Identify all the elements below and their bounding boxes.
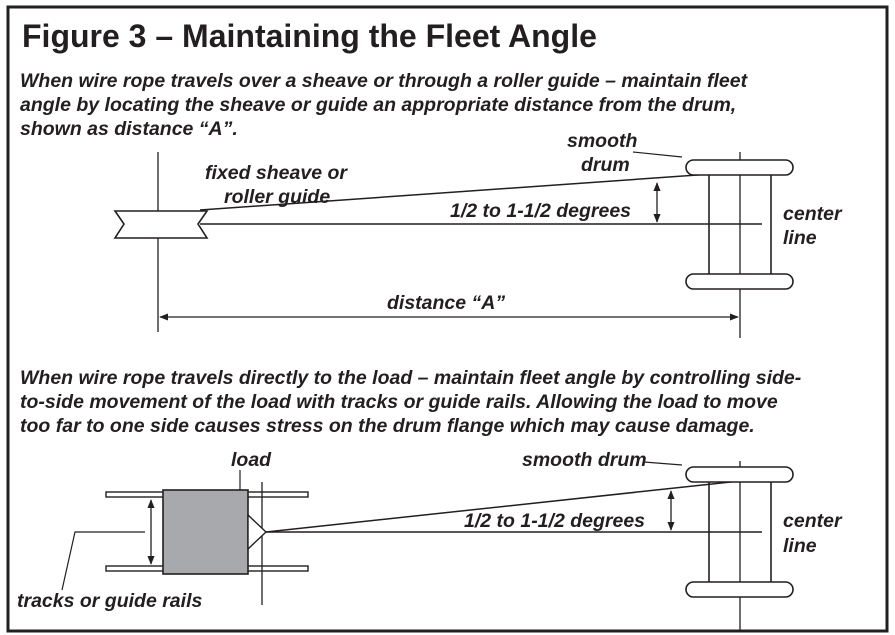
figure-border xyxy=(6,5,889,633)
load-box xyxy=(162,489,249,575)
wire-rope xyxy=(265,480,741,533)
section-1-paragraph-line: shown as distance “A”. xyxy=(20,118,238,140)
section-2-paragraph-line: to-side movement of the load with tracks… xyxy=(20,391,778,413)
section-2-paragraph-line: When wire rope travels directly to the l… xyxy=(20,367,801,389)
center-line-label: center xyxy=(783,510,843,532)
smooth-drum-label: smooth drum xyxy=(522,449,647,471)
tracks-label: tracks or guide rails xyxy=(17,590,202,612)
wire-rope xyxy=(199,171,741,211)
section-1-paragraph-line: angle by locating the sheave or guide an… xyxy=(20,94,736,116)
drum-flange-bottom xyxy=(685,273,794,290)
center-line-label: center xyxy=(783,203,843,225)
center-line-label: line xyxy=(783,535,817,557)
drum-flange-bottom xyxy=(685,581,794,598)
drum-leader-line xyxy=(643,461,683,466)
center-line-label: line xyxy=(783,227,817,249)
drum-leader-line xyxy=(632,151,683,158)
drum-flange-top xyxy=(685,466,794,483)
section-2-paragraph: When wire rope travels directly to the l… xyxy=(20,367,801,437)
section-2-paragraph-line: too far to one side causes stress on the… xyxy=(20,415,755,437)
tracks-leader-line xyxy=(61,531,145,591)
smooth-drum-label: drum xyxy=(581,154,630,176)
section-1-paragraph-line: When wire rope travels over a sheave or … xyxy=(20,70,749,92)
smooth-drum-label: smooth xyxy=(567,130,638,152)
angle-label: 1/2 to 1-1/2 degrees xyxy=(450,200,631,222)
section-1-paragraph: When wire rope travels over a sheave or … xyxy=(20,70,749,140)
fixed-sheave-label: fixed sheave or xyxy=(205,162,348,184)
fixed-sheave-shape xyxy=(113,210,209,239)
sheave-diagram: smooth drum fixed sheave or roller guide… xyxy=(113,130,843,338)
load-diagram: load smooth drum 1/2 to 1-1/2 degrees ce… xyxy=(17,449,843,630)
load-attachment xyxy=(247,513,268,551)
figure-title: Figure 3 – Maintaining the Fleet Angle xyxy=(22,18,597,54)
fixed-sheave-label: roller guide xyxy=(224,186,330,208)
load-label: load xyxy=(231,449,272,471)
drum-flange-top xyxy=(685,159,794,176)
angle-label: 1/2 to 1-1/2 degrees xyxy=(464,510,645,532)
distance-a-label: distance “A” xyxy=(387,292,505,314)
